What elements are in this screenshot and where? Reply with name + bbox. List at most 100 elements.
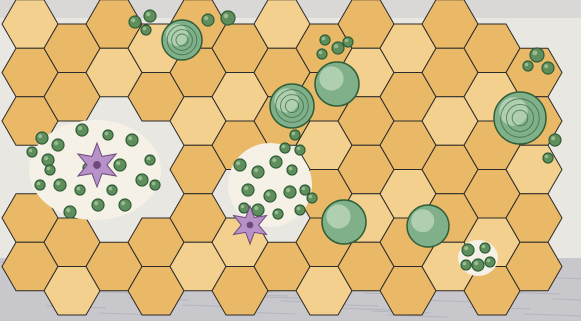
shrub-highlight (301, 186, 306, 191)
shrub-highlight (254, 206, 259, 211)
round-shrub-icon (269, 155, 283, 169)
shrub-highlight (266, 192, 271, 197)
tree-canopy-swirl (166, 24, 198, 56)
tree-canopy-swirl (500, 98, 540, 138)
shrub-highlight (204, 16, 209, 21)
shrub-highlight (544, 154, 549, 159)
shrub-highlight (551, 136, 556, 141)
round-shrub-icon (220, 10, 236, 26)
shrub-highlight (56, 181, 61, 186)
shrub-highlight (544, 64, 549, 69)
round-shrub-icon (201, 13, 215, 27)
round-shrub-icon (144, 154, 156, 166)
round-shrub-icon (241, 183, 255, 197)
round-shrub-icon (113, 158, 127, 172)
round-shrub-icon (316, 48, 328, 60)
shrub-highlight (308, 194, 313, 199)
shrub-highlight (464, 246, 469, 251)
shrub-highlight (128, 136, 133, 141)
round-shrub-icon (331, 41, 345, 55)
tree-canopy-swirl (284, 98, 300, 114)
round-shrub-icon (41, 153, 55, 167)
shrub-highlight (28, 148, 33, 153)
round-shrub-icon (91, 198, 105, 212)
shrub-highlight (344, 38, 349, 43)
round-shrub-icon (289, 129, 301, 141)
round-shrub-icon (294, 204, 306, 216)
shrub-highlight (142, 26, 147, 31)
round-shrub-icon (26, 146, 38, 158)
shrub-highlight (532, 50, 538, 56)
shrub-highlight (462, 261, 467, 266)
round-shrub-icon (342, 36, 354, 48)
tree-canopy-swirl (275, 89, 309, 123)
shrub-highlight (38, 134, 43, 139)
shrub-highlight (54, 141, 59, 146)
shrub-highlight (474, 261, 479, 266)
round-shrub-icon (479, 242, 491, 254)
tree-canopy-swirl (511, 109, 529, 127)
round-shrub-icon (35, 131, 49, 145)
shrub-highlight (244, 186, 249, 191)
round-shrub-icon (306, 192, 318, 204)
round-shrub-icon (233, 158, 247, 172)
round-shrub-icon (294, 144, 306, 156)
round-shrub-icon (63, 205, 77, 219)
ground-hatch-stroke (333, 307, 395, 311)
shrub-highlight (44, 156, 49, 161)
paving-hexagon (505, 241, 563, 292)
shrub-highlight (236, 161, 241, 166)
flower-center (246, 221, 254, 229)
shrub-highlight (131, 18, 136, 23)
ground-hatch-stroke (552, 298, 581, 301)
round-shrub-icon (471, 258, 485, 272)
shrub-highlight (296, 206, 301, 211)
shrub-highlight (146, 12, 151, 17)
round-shrub-icon (135, 173, 149, 187)
round-shrub-icon (548, 133, 562, 147)
shrub-highlight (76, 186, 81, 191)
round-shrub-icon (299, 184, 311, 196)
round-shrub-icon (251, 165, 265, 179)
round-shrub-icon (106, 184, 118, 196)
tree-canopy-highlight (319, 66, 344, 91)
shrub-highlight (151, 181, 156, 186)
shrub-highlight (334, 44, 339, 49)
round-shrub-icon (279, 142, 291, 154)
shrub-highlight (146, 156, 151, 161)
tree-canopy-swirl (175, 33, 189, 47)
ground-hatch-stroke (522, 313, 581, 317)
shrub-highlight (524, 62, 529, 67)
round-shrub-icon (542, 152, 554, 164)
shrub-highlight (318, 50, 323, 55)
tree-canopy-swirl (506, 104, 534, 132)
shrub-highlight (46, 166, 51, 171)
round-shrub-icon (460, 259, 472, 271)
round-shrub-icon (34, 179, 46, 191)
shrub-highlight (36, 181, 41, 186)
shrub-highlight (94, 201, 99, 206)
round-shrub-icon (263, 189, 277, 203)
round-shrub-icon (319, 34, 331, 46)
shrub-highlight (481, 244, 486, 249)
round-shrub-icon (272, 208, 284, 220)
shrub-highlight (254, 168, 259, 173)
round-shrub-icon (484, 256, 496, 268)
round-shrub-icon (125, 133, 139, 147)
shrub-highlight (274, 210, 279, 215)
shrub-highlight (281, 144, 286, 149)
shrub-highlight (291, 131, 296, 136)
round-shrub-icon (51, 138, 65, 152)
tree-canopy-highlight (326, 204, 351, 229)
shrub-highlight (66, 208, 71, 213)
shrub-highlight (104, 131, 109, 136)
tree-canopy-swirl (280, 94, 304, 118)
round-shrub-icon (286, 164, 298, 176)
round-shrub-icon (140, 24, 152, 36)
shrub-highlight (272, 158, 277, 163)
round-shrub-icon (283, 185, 297, 199)
round-shrub-icon (541, 61, 555, 75)
round-shrub-icon (53, 178, 67, 192)
